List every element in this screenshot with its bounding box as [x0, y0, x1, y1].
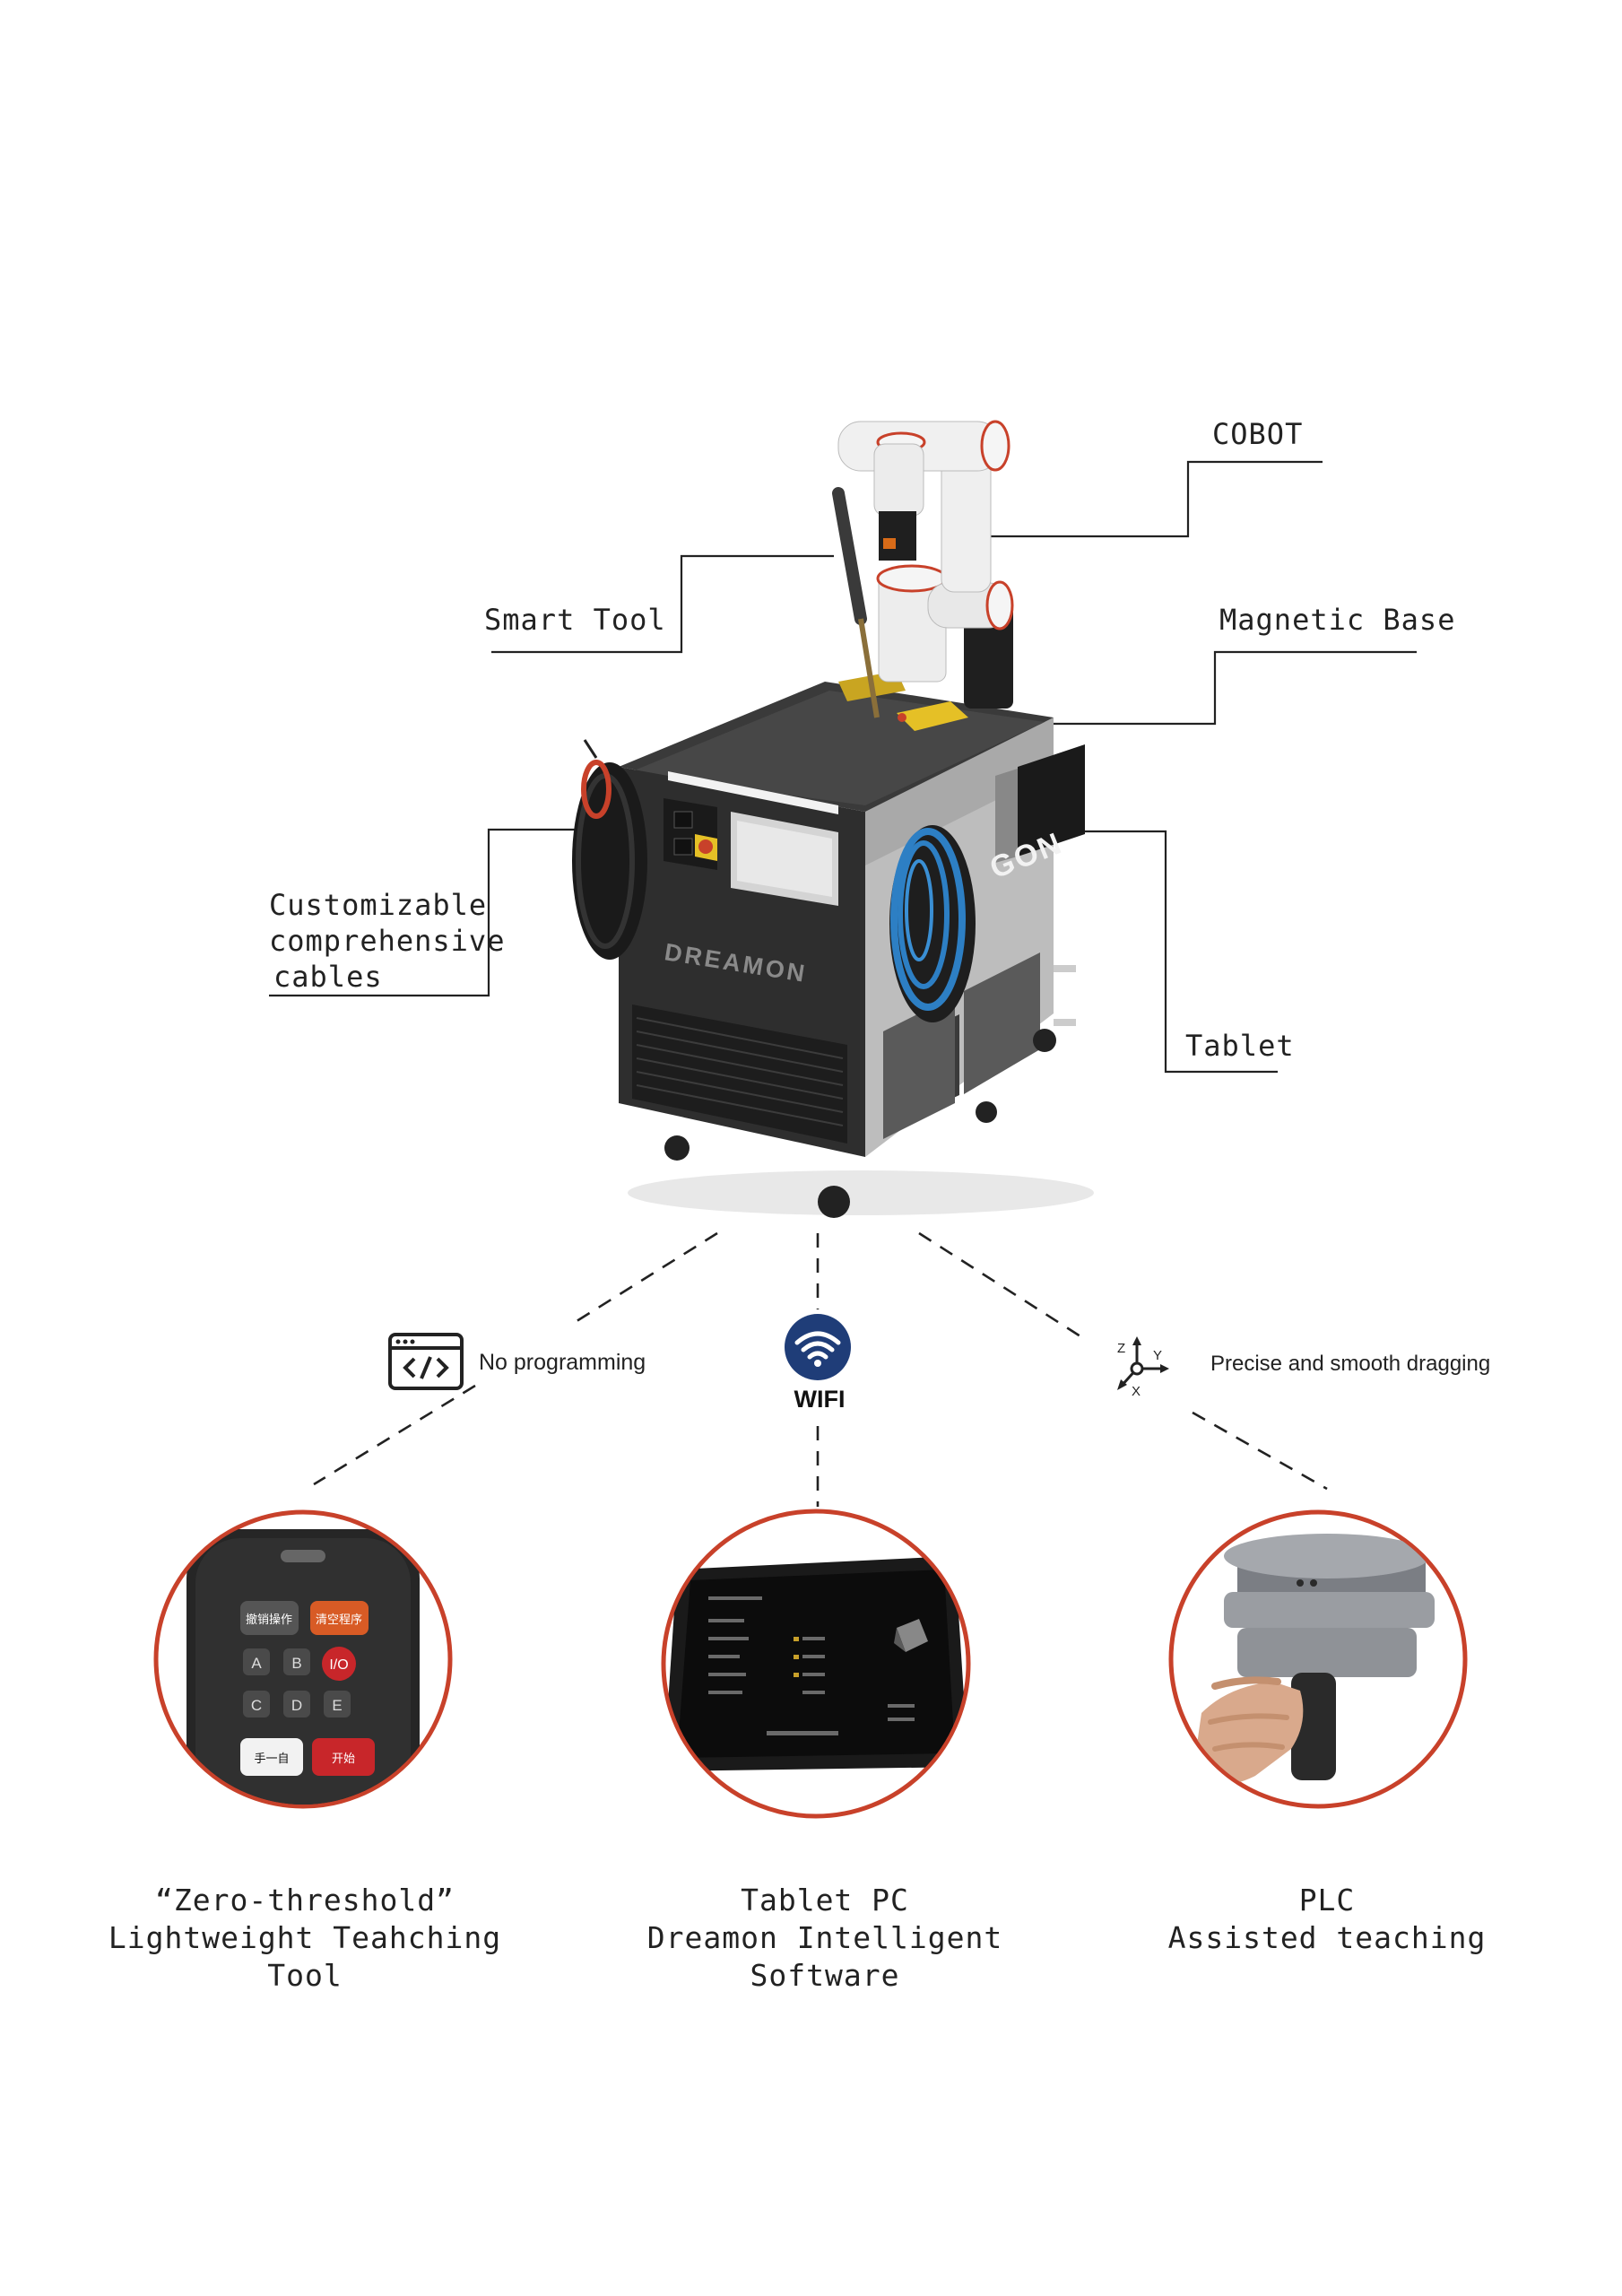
blue-cable-reel: [889, 825, 976, 1022]
key-manual-label: 手一自: [254, 1752, 289, 1765]
cables-callout-line: [269, 828, 592, 997]
key-b-label: B: [291, 1655, 301, 1672]
cart-chassis: [619, 682, 1076, 1218]
key-start-label: 开始: [332, 1752, 355, 1765]
caption-right: PLC Assisted teaching: [1148, 1882, 1506, 1957]
caption-right-line1: PLC: [1298, 1883, 1356, 1918]
left-cable-reel: [572, 739, 647, 960]
feature-wifi: WIFI: [794, 1386, 846, 1413]
callout-cables-line1: Customizable: [269, 888, 488, 922]
teach-pendant-circle: 撤销操作 清空程序 A B I/O C D E 手一自 开始: [153, 1509, 453, 1809]
caption-left: “Zero-threshold” Lightweight Teahching T…: [90, 1882, 520, 1995]
cobot-arm: [832, 420, 1014, 731]
caption-middle: Tablet PC Dreamon Intelligent Software: [592, 1882, 1058, 1995]
callout-smart-tool: Smart Tool: [484, 603, 666, 637]
key-e-label: E: [332, 1697, 342, 1714]
key-undo-label: 撤销操作: [246, 1613, 292, 1626]
tablet-callout-line: [1076, 830, 1278, 1074]
callout-cables-line3: cables: [273, 960, 383, 994]
cobot-callout-line: [977, 460, 1323, 538]
callout-cobot: COBOT: [1212, 417, 1304, 451]
svg-text:Z: Z: [1117, 1341, 1125, 1356]
magnetic-base-callout-line: [932, 650, 1417, 726]
tablet-pc-circle: [661, 1509, 971, 1819]
key-d-label: D: [291, 1697, 302, 1714]
svg-text:Y: Y: [1153, 1348, 1162, 1363]
feature-no-programming: No programming: [479, 1350, 646, 1375]
key-a-label: A: [251, 1655, 262, 1672]
caption-left-line1: “Zero-threshold”: [155, 1883, 455, 1918]
wifi-icon: [785, 1314, 851, 1380]
caption-right-line2: Assisted teaching: [1167, 1920, 1487, 1955]
caption-left-line2: Lightweight Teahching Tool: [108, 1920, 502, 1993]
dashed-connectors: [313, 1231, 1328, 1507]
caption-middle-line1: Tablet PC: [741, 1883, 909, 1918]
code-window-icon: [388, 1333, 464, 1390]
key-c-label: C: [251, 1697, 262, 1714]
smart-tool-callout-line: [491, 554, 834, 654]
callout-lines: [269, 460, 1417, 1074]
caption-middle-line2: Dreamon Intelligent Software: [646, 1920, 1003, 1993]
callout-tablet: Tablet: [1185, 1029, 1295, 1063]
feature-dragging: Precise and smooth dragging: [1210, 1352, 1491, 1376]
svg-text:X: X: [1132, 1384, 1141, 1397]
plc-hand-circle: [1168, 1509, 1468, 1809]
side-tablet: [995, 744, 1085, 863]
callout-cables-line2: comprehensive: [269, 924, 506, 958]
key-io-label: I/O: [329, 1657, 348, 1673]
callout-magnetic-base: Magnetic Base: [1219, 603, 1456, 637]
key-clear-label: 清空程序: [316, 1613, 362, 1626]
xyz-axes-icon: Z Y X: [1117, 1336, 1169, 1397]
